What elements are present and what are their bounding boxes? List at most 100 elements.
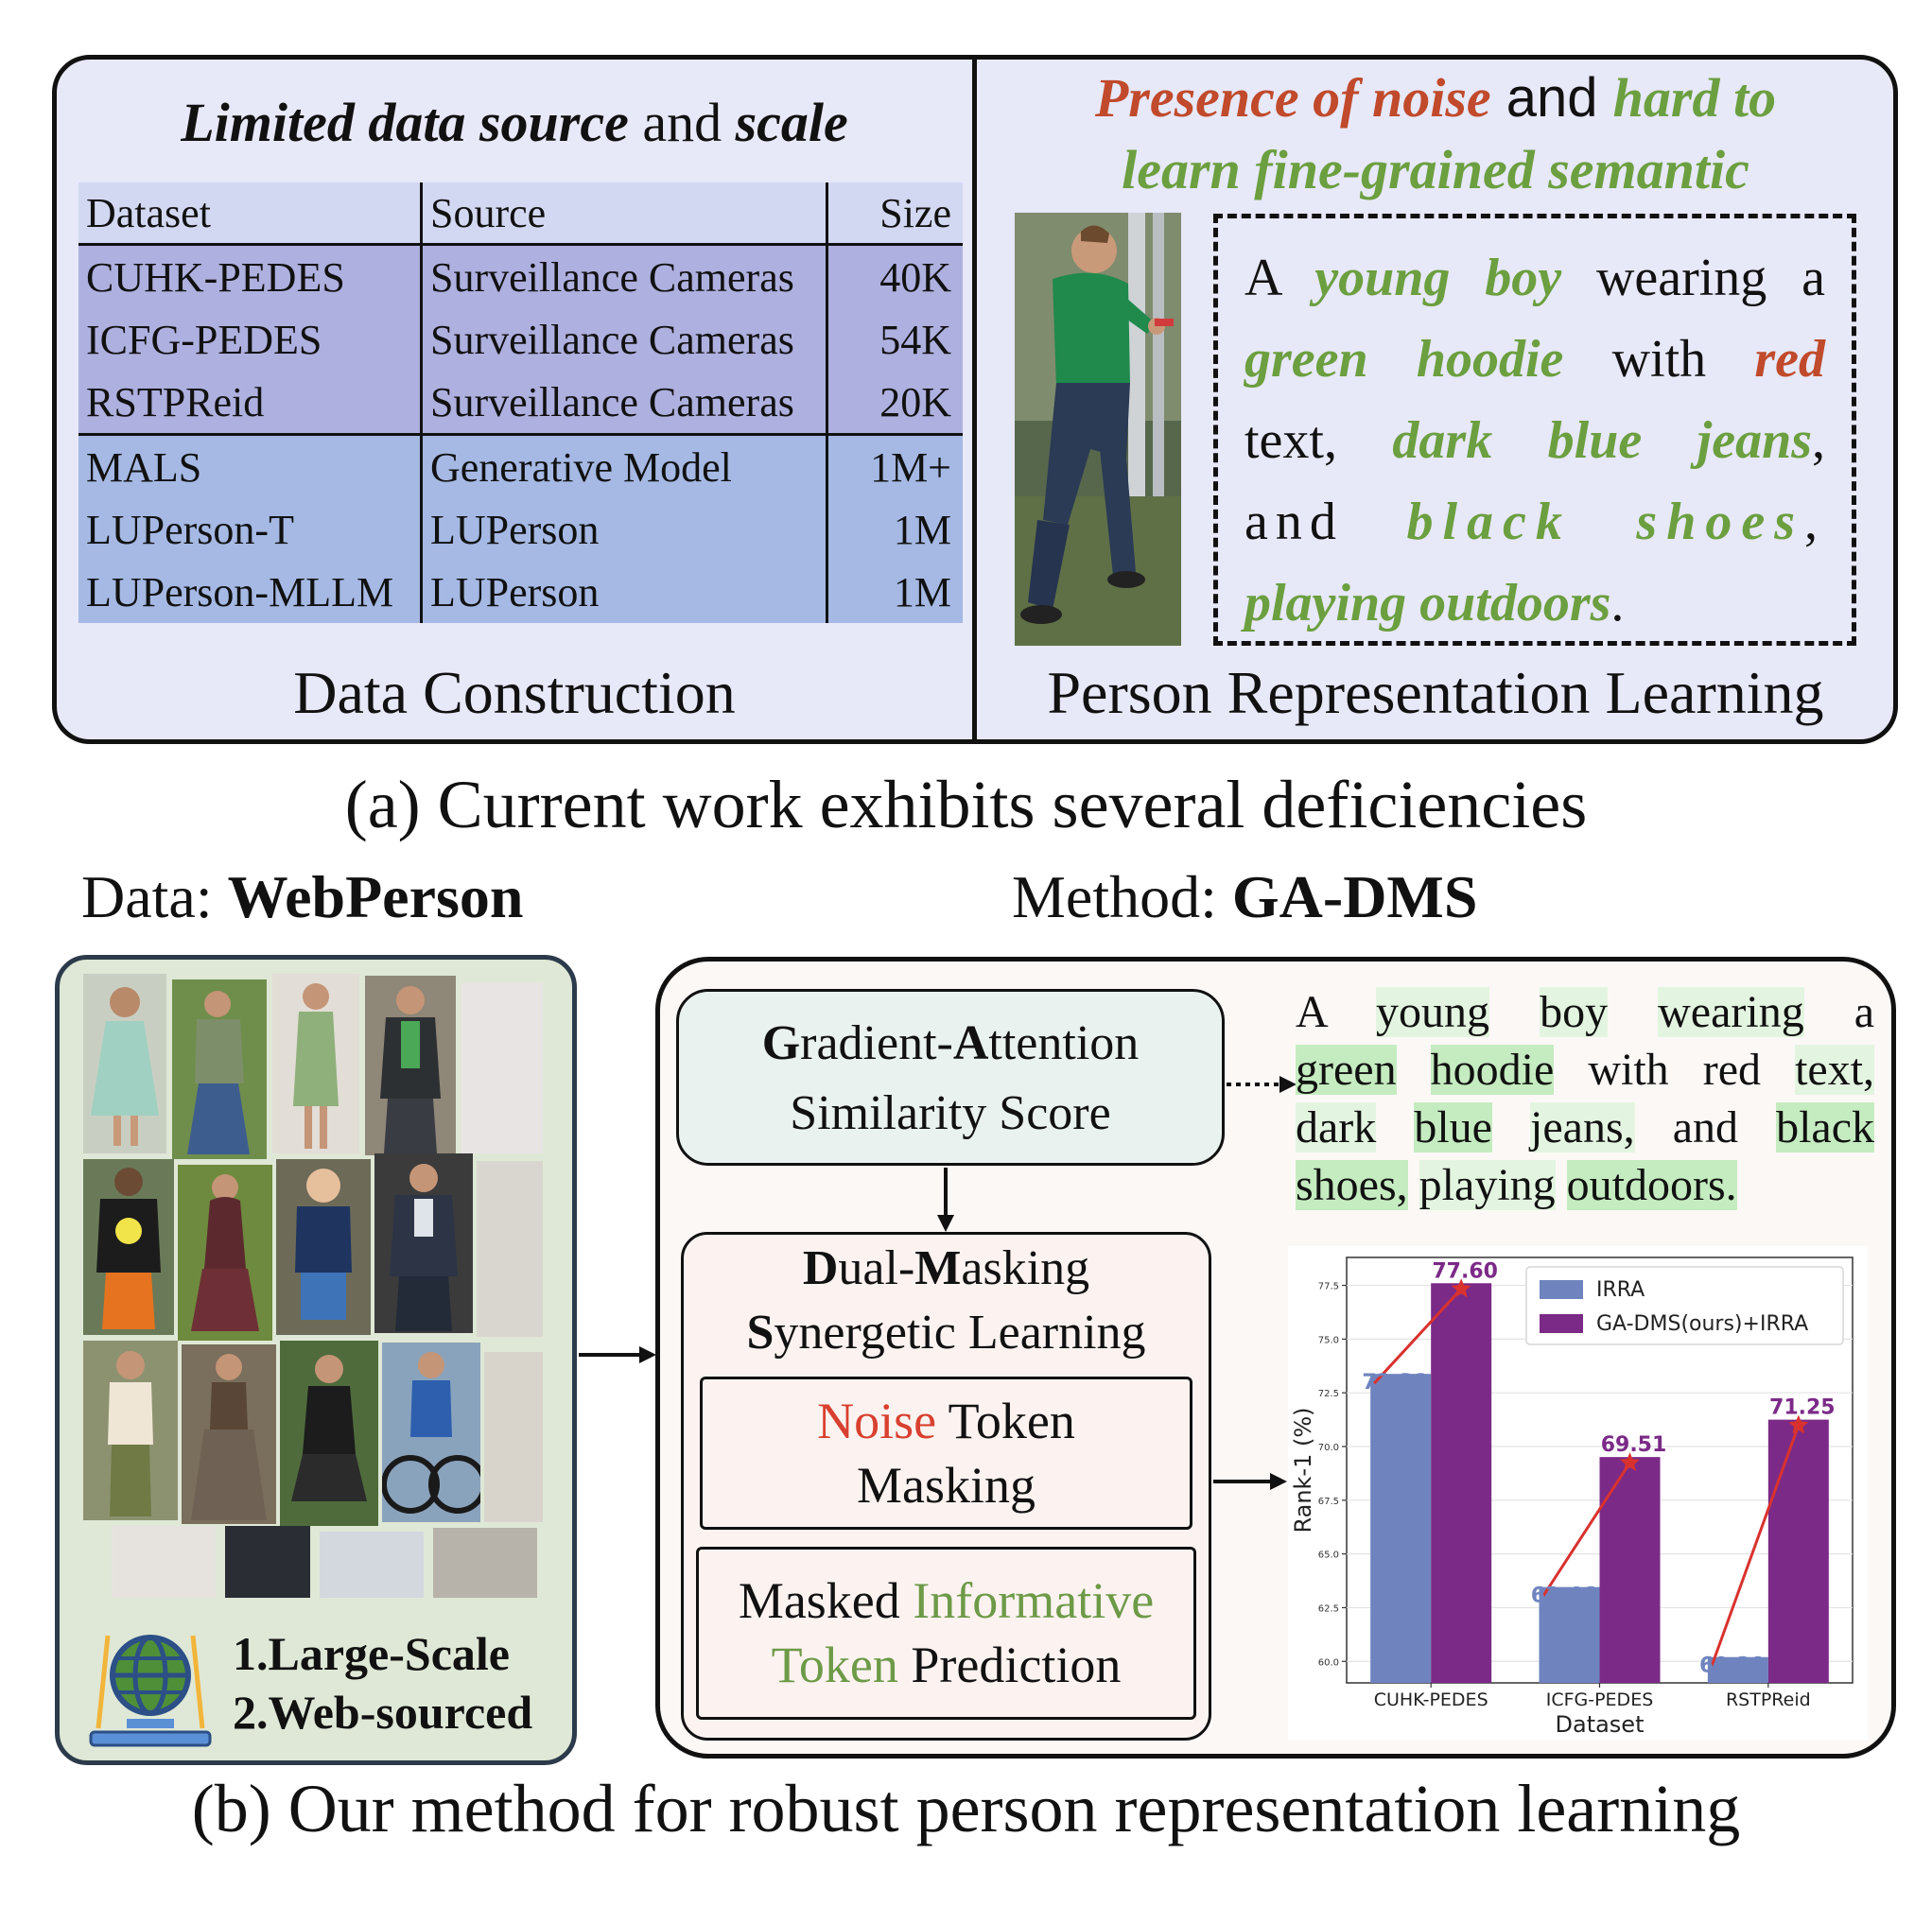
person-photo: [112, 1526, 216, 1598]
table-cell: Surveillance Cameras: [421, 308, 828, 371]
chart-y-tick-label: 77.5: [1318, 1282, 1339, 1292]
chart-bar: [1370, 1374, 1432, 1683]
gradient-attention-similarity-box: Gradient-Attention Similarity Score: [676, 989, 1225, 1166]
person-photo: [280, 1341, 378, 1526]
chart-legend-label: IRRA: [1596, 1278, 1645, 1302]
table-row: MALS Generative Model 1M+: [78, 434, 963, 498]
chart-y-tick-label: 67.5: [1318, 1497, 1339, 1507]
chart-value-label: 60.20: [1699, 1655, 1766, 1678]
feature-web-sourced: 2.Web-sourced: [233, 1686, 533, 1739]
boy-photo: [1015, 213, 1181, 646]
person-photo: [182, 1344, 276, 1524]
data-construction-title: Limited data source and scale: [181, 92, 848, 153]
person-photo: [365, 976, 456, 1155]
chart-bar: [1707, 1656, 1768, 1683]
person-photo: [272, 974, 359, 1153]
chart-y-tick-label: 70.0: [1318, 1443, 1339, 1453]
table-cell: LUPerson: [421, 561, 828, 623]
table-cell: 1M: [827, 498, 963, 561]
table-row: LUPerson-T LUPerson 1M: [78, 498, 963, 561]
chart-improvement-arrow: [1373, 1288, 1463, 1385]
dotted-arrow-icon: [1227, 1076, 1297, 1093]
star-icon: [1788, 1414, 1809, 1434]
figure-caption-b: (b) Our method for robust person represe…: [191, 1771, 1741, 1846]
chart-y-tick-label: 62.5: [1318, 1603, 1339, 1614]
data-header: Data: WebPerson: [81, 863, 524, 930]
panel-a-divider: [972, 55, 977, 744]
table-cell: LUPerson-T: [78, 498, 423, 561]
chart-legend-swatch: [1540, 1280, 1583, 1299]
noisy-caption-box: A young boy wearing a green hoodie with …: [1213, 214, 1856, 646]
webperson-features: 1.Large-Scale 2.Web-sourced: [233, 1624, 532, 1741]
person-figure: [108, 1351, 153, 1516]
table-cell: Generative Model: [421, 434, 828, 498]
person-photo: [484, 1352, 543, 1522]
person-photo: [276, 1159, 371, 1335]
person-figure: [191, 1354, 267, 1520]
method-header: Method: GA-DMS: [1012, 863, 1478, 930]
chart-improvement-arrow: [1541, 1462, 1631, 1598]
person-photo: [320, 1532, 424, 1598]
table-cell: MALS: [78, 434, 423, 498]
person-photo: [172, 979, 267, 1159]
chart-legend: [1525, 1266, 1844, 1345]
table-cell: ICFG-PEDES: [78, 308, 423, 371]
arrow-right-icon: [1213, 1473, 1287, 1490]
person-figure: [293, 983, 339, 1149]
noise-token-masking-box: Noise Token Masking: [700, 1377, 1192, 1530]
table-cell: 20K: [827, 371, 963, 436]
table-header-row: Dataset Source Size: [78, 182, 963, 246]
chart-y-tick-label: 75.0: [1318, 1335, 1339, 1345]
person-photo: [225, 1526, 310, 1598]
chart-y-tick-label: 65.0: [1318, 1551, 1339, 1561]
person-photo-collage: [83, 974, 547, 1598]
table-header-cell: Size: [827, 182, 963, 246]
boy-photo-illustration: [1015, 213, 1181, 646]
chart-bar: [1599, 1457, 1661, 1683]
data-construction-caption: Data Construction: [293, 659, 736, 726]
person-photo: [83, 1341, 178, 1520]
table-row: ICFG-PEDES Surveillance Cameras 54K: [78, 308, 963, 371]
table-cell: 1M+: [827, 434, 963, 498]
table-header-cell: Source: [421, 182, 828, 246]
person-figure: [381, 1352, 487, 1514]
chart-x-tick-label: RSTPReid: [1726, 1689, 1811, 1710]
representation-caption: Person Representation Learning: [1047, 659, 1824, 726]
dual-masking-box: [681, 1232, 1211, 1741]
dataset-table: Dataset Source Size CUHK-PEDES Surveilla…: [78, 182, 963, 623]
chart-legend-label: GA-DMS(ours)+IRRA: [1596, 1312, 1808, 1336]
chart-y-axis-label: Rank-1 (%): [1290, 1407, 1316, 1533]
person-figure: [390, 1164, 458, 1331]
table-cell: LUPerson-MLLM: [78, 561, 423, 623]
person-figure: [187, 991, 250, 1154]
person-photo: [433, 1528, 537, 1598]
globe-icon: [79, 1617, 221, 1754]
chart-bar: [1767, 1419, 1829, 1683]
representation-title: Presence of noise and hard to learn fine…: [1094, 67, 1777, 200]
person-figure: [291, 1355, 367, 1501]
chart-y-tick-label: 60.0: [1318, 1657, 1339, 1668]
person-figure: [191, 1174, 259, 1331]
attention-highlighted-caption: A young boy wearing a green hoodie with …: [1296, 987, 1875, 1210]
table-cell: 1M: [827, 561, 963, 623]
globe-icon-graphic: [89, 1635, 212, 1747]
table-cell: LUPerson: [421, 498, 828, 561]
star-icon: [1620, 1452, 1640, 1471]
person-figure: [380, 986, 441, 1153]
chart-x-tick-label: CUHK-PEDES: [1374, 1689, 1488, 1710]
person-photo: [374, 1153, 473, 1333]
table-cell: CUHK-PEDES: [78, 244, 423, 308]
table-cell: 54K: [827, 308, 963, 371]
arrow-down-icon: [937, 1168, 954, 1232]
person-figure: [91, 987, 159, 1146]
chart-value-label: 73.38: [1362, 1371, 1428, 1395]
person-photo: [477, 1161, 543, 1337]
table-cell: RSTPReid: [78, 371, 423, 436]
table-cell: Surveillance Cameras: [421, 244, 828, 308]
table-row: LUPerson-MLLM LUPerson 1M: [78, 561, 963, 623]
masked-token-prediction-box: Masked Informative Token Prediction: [696, 1547, 1196, 1720]
figure-caption-a: (a) Current work exhibits several defici…: [344, 767, 1588, 842]
table-cell: 40K: [827, 244, 963, 308]
person-photo: [461, 983, 543, 1153]
